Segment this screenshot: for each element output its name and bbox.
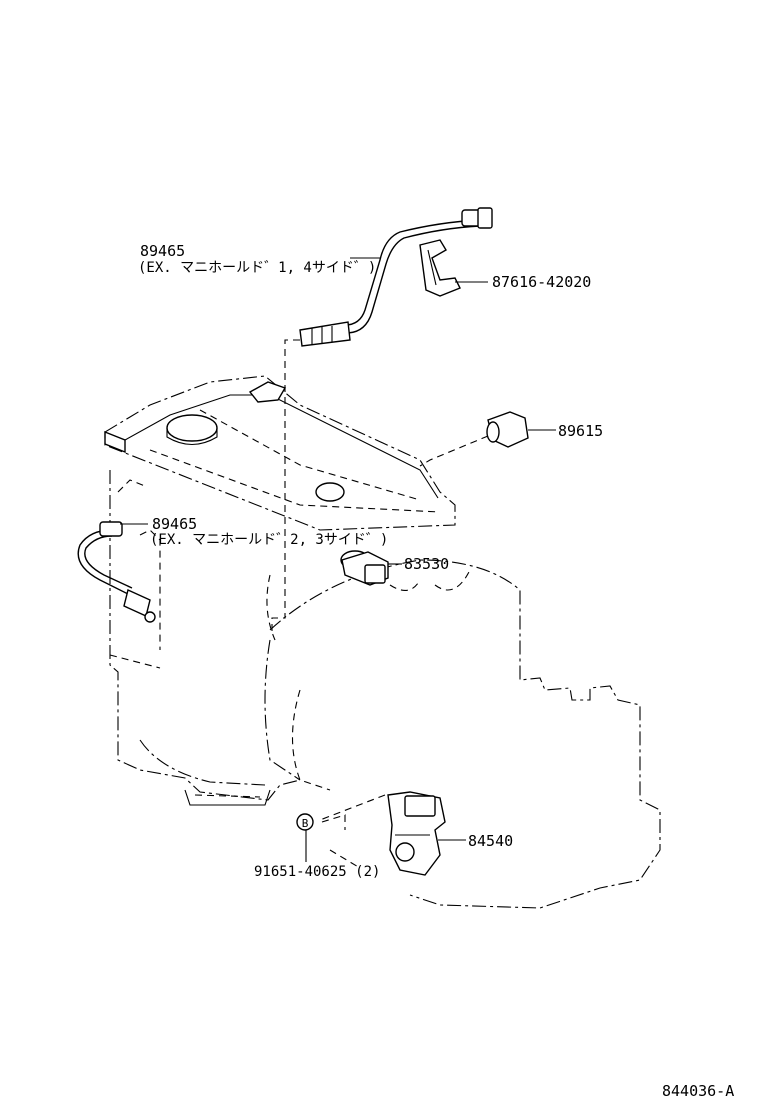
label-clamp-number: 87616-42020: [492, 273, 591, 291]
label-upper-o2-number: 89465: [140, 242, 185, 260]
label-neutral-switch-number: 84540: [468, 832, 513, 850]
oil-pressure-switch: [340, 550, 421, 591]
label-upper-o2-note: (EX. マニホールド゛1, 4サイド゛): [138, 260, 376, 276]
callout-labels: 89465 (EX. マニホールド゛1, 4サイド゛) 87616-42020 …: [138, 242, 734, 1100]
label-bolt-number: 91651-40625 (2): [254, 864, 380, 880]
label-lower-o2-number: 89465: [152, 515, 197, 533]
label-lower-o2-note: (EX. マニホールド゛2, 3サイド゛): [150, 532, 388, 548]
neutral-start-switch: [319, 791, 446, 876]
bolt-marker: B: [296, 813, 314, 831]
bolt-marker-label: B: [302, 817, 309, 830]
engine-block-outline: [104, 339, 661, 909]
clamp-bracket: [419, 239, 461, 297]
upper-oxygen-sensor: [299, 207, 493, 347]
label-oil-pressure-number: 83530: [404, 555, 449, 573]
label-knock-number: 89615: [558, 422, 603, 440]
lower-oxygen-sensor: [77, 521, 156, 623]
diagram-id: 844036-A: [662, 1082, 734, 1100]
leader-lines: [120, 257, 556, 862]
knock-sensor: [419, 411, 529, 467]
